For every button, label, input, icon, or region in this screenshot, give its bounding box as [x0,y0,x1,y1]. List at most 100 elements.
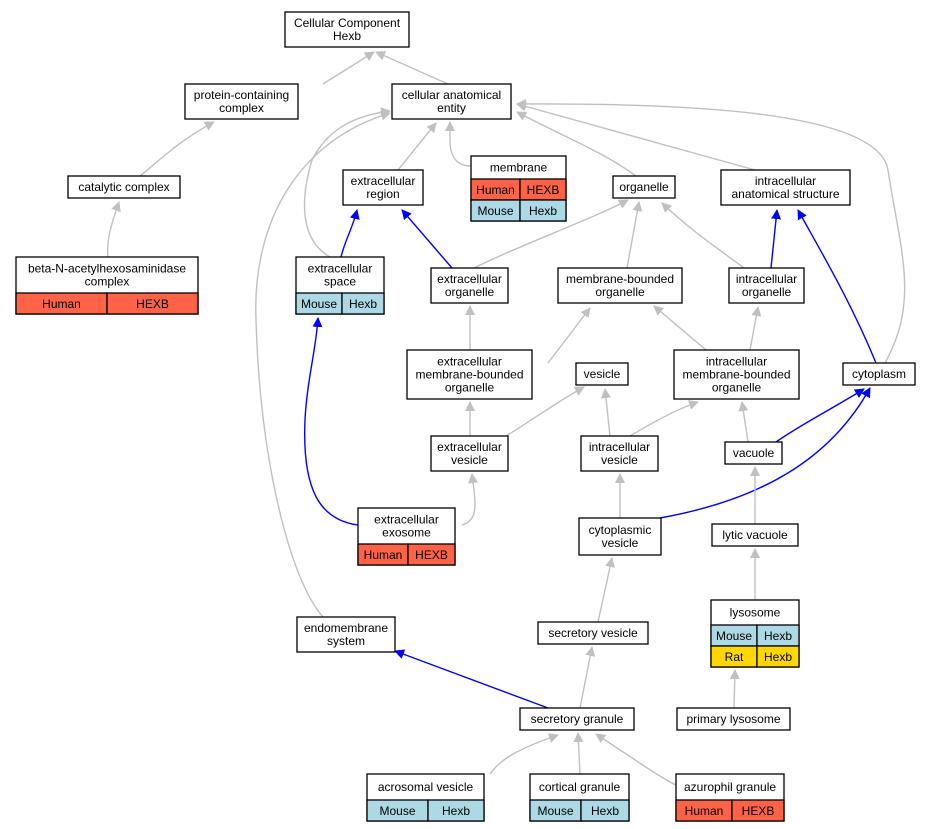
gene-cell: Hexb [591,804,619,818]
node-label: organelle [445,285,495,299]
node-box [578,517,662,556]
node-label: intracellular [755,174,816,188]
edge-vesicle-mbo [547,307,591,364]
node-label: secretory granule [531,712,624,726]
node-label: membrane-bounded [415,368,523,382]
node-label: exosome [382,526,431,540]
node-label: vesicle [601,453,638,467]
node-label: complex [219,101,264,115]
gene-cell: Hexb [349,297,377,311]
node-secves[interactable]: secretory vesicle [537,621,649,645]
edge-cytoplasm-cae [516,98,906,364]
node-label: protein-containing [194,88,289,102]
node-label: system [327,634,365,648]
edge-ecorg-ecregion [401,209,453,269]
node-label: organelle [712,381,762,395]
node-lytic[interactable]: lytic vacuole [711,523,799,547]
gene-cell-box [731,799,785,822]
edge-betahex-catalytic [106,201,121,258]
species-cell: Mouse [537,804,573,818]
edge-ecves-vesicle [505,386,585,437]
species-cell: Human [685,804,724,818]
node-label: membrane [490,161,548,175]
edge-cytoves-cytoplasm [659,387,871,519]
node-label: extracellular [437,355,502,369]
gene-cell-box [427,799,485,822]
edge-layer [106,51,906,786]
edge-vacuole-cytoplasm [775,388,865,443]
node-label: acrosomal vesicle [378,780,474,794]
node-box [575,362,629,386]
node-vesicle[interactable]: vesicle [575,362,629,386]
node-secgran[interactable]: secretory granule [519,707,635,731]
node-box [537,621,649,645]
gene-cell-box [407,543,456,566]
node-cytoplasm[interactable]: cytoplasm [842,362,916,386]
node-box [67,175,181,199]
node-label: secretory vesicle [548,626,638,640]
node-organelle[interactable]: organelle [612,175,676,199]
node-box [296,616,396,653]
node-label: anatomical structure [731,187,839,201]
node-label: extracellular [374,513,439,527]
node-vacuole[interactable]: vacuole [724,441,783,465]
node-label: primary lysosome [686,712,780,726]
node-label: catalytic complex [78,180,169,194]
node-primlys[interactable]: primary lysosome [676,707,791,731]
node-box [676,707,791,731]
edge-primlys-lysosome [729,669,740,709]
gene-cell-box [519,199,567,222]
node-label: azurophil granule [684,780,776,794]
node-box [430,435,509,472]
node-box [519,707,635,731]
node-label: organelle [445,381,495,395]
edge-vacuole-icmbo [738,401,749,443]
edge-ecregion-cae [397,122,437,171]
edge-catalytic-protein_complex [139,121,215,177]
node-label: space [324,275,356,289]
gene-cell: Hexb [764,629,792,643]
edge-icves-vesicle [600,388,611,437]
node-label: lysosome [730,606,781,620]
node-box [391,83,512,120]
node-label: cortical granule [539,780,621,794]
node-label: intracellular [589,440,650,454]
edge-ecorg-organelle [473,199,629,269]
node-box [724,441,783,465]
node-box [728,267,805,304]
edge-membrane-cae [445,121,472,167]
node-label: extracellular [351,174,416,188]
edge-ias-cae [516,101,756,171]
edge-icorg-ias [770,209,782,269]
edge-ecspace-cae [303,107,391,258]
node-box [184,83,299,120]
gene-cell: HEXB [136,297,169,311]
node-catalytic[interactable]: catalytic complex [67,175,181,199]
node-label: organelle [619,180,669,194]
edge-icorg-organelle [661,202,745,269]
